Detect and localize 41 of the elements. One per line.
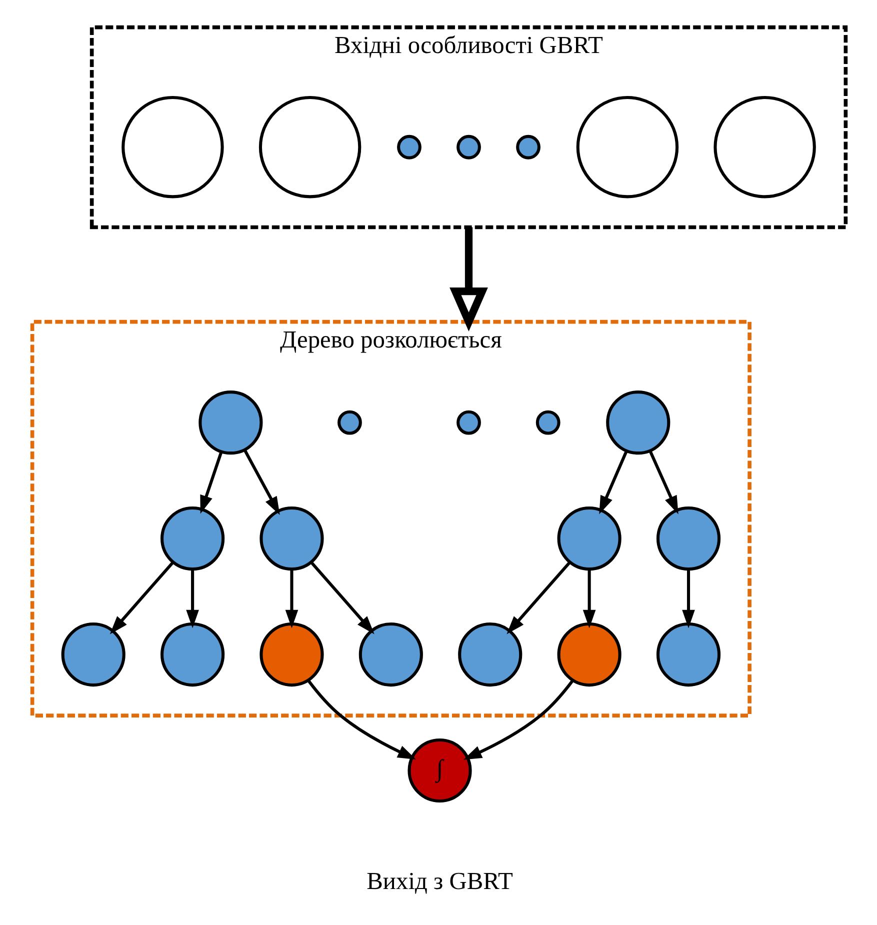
node-circle xyxy=(535,410,560,434)
node-circle xyxy=(198,390,262,454)
arrow xyxy=(506,560,570,634)
node-circle xyxy=(160,622,224,686)
node-circle xyxy=(160,506,224,570)
node-circle xyxy=(516,134,540,159)
node-circle xyxy=(396,134,421,159)
arrow xyxy=(186,568,198,628)
arrow xyxy=(310,560,374,634)
node-circle xyxy=(258,96,361,198)
node-circle: ∫ xyxy=(407,738,472,802)
arrow xyxy=(243,449,280,515)
cluster: Дерево розколюється xyxy=(30,319,751,717)
node-circle xyxy=(656,622,720,686)
node-circle xyxy=(259,506,324,570)
node-circle xyxy=(456,134,480,159)
node-circle xyxy=(358,622,422,686)
node-circle xyxy=(576,96,678,198)
node-circle xyxy=(60,622,125,686)
node-circle xyxy=(337,410,362,434)
node-circle xyxy=(458,622,522,686)
node-circle xyxy=(606,390,670,454)
arrow xyxy=(284,568,298,628)
arrow xyxy=(306,679,416,759)
node-circle xyxy=(456,410,480,434)
node-circle xyxy=(656,506,720,570)
arrow xyxy=(449,226,488,331)
node-circle xyxy=(121,96,224,198)
arrow xyxy=(582,568,596,628)
node-circle xyxy=(713,96,816,198)
arrow xyxy=(682,568,694,628)
arrow xyxy=(648,450,678,514)
arrow xyxy=(200,451,222,514)
arrow xyxy=(598,450,628,514)
node-circle xyxy=(259,622,324,686)
cluster: Вхідні особливості GBRT xyxy=(89,24,848,229)
node-label: Вихід з GBRT xyxy=(366,868,512,895)
node-circle xyxy=(556,506,621,570)
arrow xyxy=(109,560,174,634)
arrow xyxy=(462,679,574,760)
node-circle xyxy=(556,622,621,686)
